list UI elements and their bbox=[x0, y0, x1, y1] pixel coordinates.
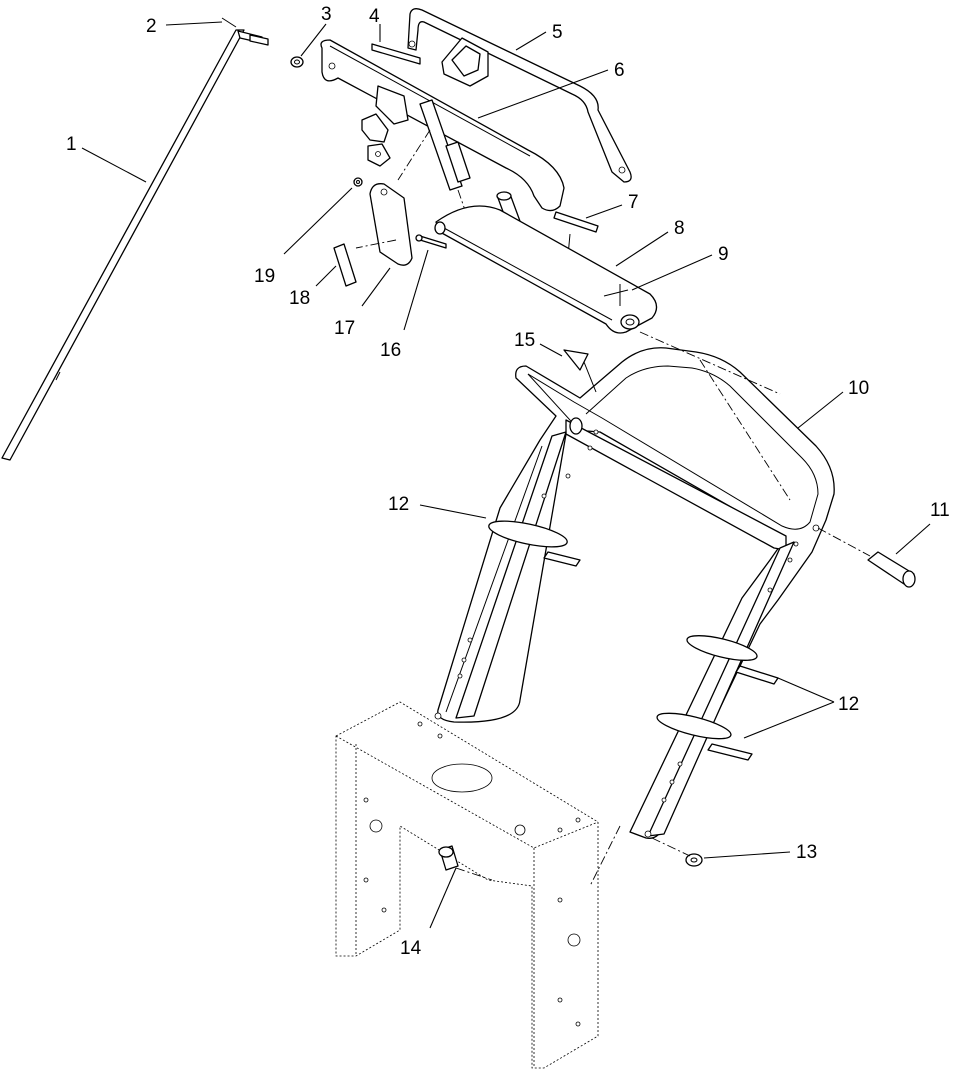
part-11-pin bbox=[817, 527, 916, 588]
part-12-cable-ties bbox=[488, 520, 779, 761]
callout-7: 7 bbox=[628, 192, 639, 213]
callout-5: 5 bbox=[552, 22, 563, 43]
callout-2: 2 bbox=[146, 16, 157, 37]
callout-11: 11 bbox=[930, 500, 950, 521]
part-15-decal bbox=[563, 349, 597, 393]
callout-1: 1 bbox=[66, 134, 77, 155]
cable-tie-right-lower bbox=[656, 712, 753, 761]
center-line-upper bbox=[639, 331, 781, 395]
part-1-control-rod bbox=[1, 29, 263, 461]
part-5-bail-handle bbox=[407, 8, 632, 183]
callout-12-lower: 12 bbox=[838, 694, 859, 715]
callout-9: 9 bbox=[718, 244, 729, 265]
part-2-pin bbox=[221, 17, 269, 46]
part-9-pin bbox=[603, 284, 629, 306]
callout-17: 17 bbox=[334, 318, 355, 339]
callout-labels: 1 2 3 4 5 6 7 8 9 10 11 12 12 13 14 15 1… bbox=[66, 4, 950, 959]
part-18-plate bbox=[333, 243, 357, 287]
part-16-bolt bbox=[415, 234, 447, 249]
part-14-bolt bbox=[438, 845, 493, 881]
leader-lines bbox=[81, 21, 931, 929]
callout-15: 15 bbox=[514, 330, 535, 351]
callout-3: 3 bbox=[321, 4, 332, 25]
callout-16: 16 bbox=[380, 340, 401, 361]
center-line-diagonal bbox=[699, 359, 791, 501]
part-8-lower-bar bbox=[434, 205, 658, 334]
part-6-upper-handle bbox=[320, 39, 565, 275]
callout-4: 4 bbox=[369, 6, 380, 27]
callout-12-upper: 12 bbox=[388, 494, 409, 515]
callout-13: 13 bbox=[796, 842, 817, 863]
callout-8: 8 bbox=[674, 218, 685, 239]
part-17-bracket bbox=[355, 183, 413, 266]
callout-10: 10 bbox=[848, 378, 869, 399]
callout-6: 6 bbox=[614, 60, 625, 81]
frame-ghost bbox=[335, 701, 599, 1069]
callout-14: 14 bbox=[400, 938, 422, 959]
callout-18: 18 bbox=[289, 288, 310, 309]
part-19-nut bbox=[353, 177, 363, 187]
callout-19: 19 bbox=[254, 266, 275, 287]
part-3-nut bbox=[290, 56, 304, 68]
part-10-main-handle bbox=[434, 347, 835, 839]
cable-tie-right-upper bbox=[686, 635, 779, 685]
part-13-nut bbox=[651, 837, 703, 867]
center-line-frame bbox=[589, 825, 621, 887]
cable-tie-upper-left bbox=[488, 520, 581, 567]
